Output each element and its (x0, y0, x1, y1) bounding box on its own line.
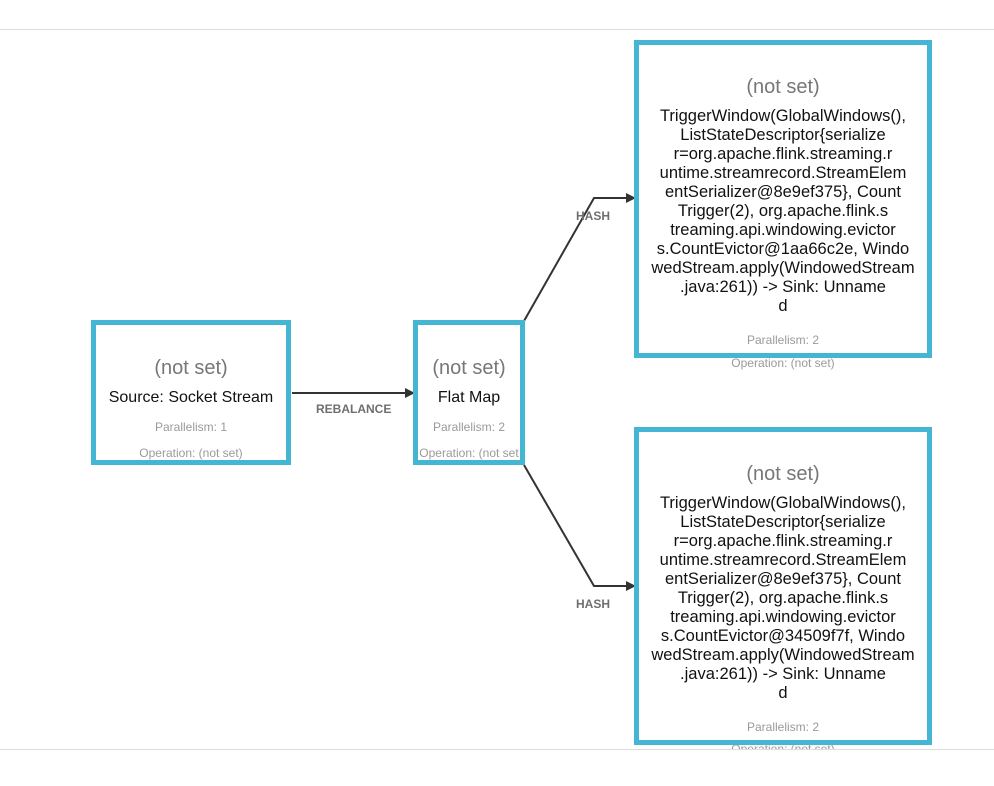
node-window-bottom-name: (not set) (746, 463, 820, 485)
node-source-name: (not set) (154, 357, 228, 379)
node-window-top-operation: Operation: (not set) (731, 356, 835, 370)
edge-label-rebalance: REBALANCE (316, 402, 392, 416)
node-window-top[interactable]: (not set) TriggerWindow(GlobalWindows(),… (634, 40, 932, 358)
edge-label-hash-top: HASH (576, 209, 611, 223)
node-window-top-name: (not set) (746, 76, 820, 98)
node-window-top-description: TriggerWindow(GlobalWindows(), ListState… (651, 107, 915, 315)
node-window-bottom[interactable]: (not set) TriggerWindow(GlobalWindows(),… (634, 427, 932, 745)
node-flatmap-operation: Operation: (not set (419, 446, 519, 460)
node-flatmap[interactable]: (not set) Flat Map Parallelism: 2 Operat… (413, 320, 525, 465)
node-flatmap-parallelism: Parallelism: 2 (432, 420, 506, 434)
top-divider (0, 29, 994, 30)
node-window-bottom-description: TriggerWindow(GlobalWindows(), ListState… (651, 494, 915, 702)
node-window-top-parallelism: Parallelism: 2 (746, 333, 820, 347)
edge-flatmap-to-window-bottom (523, 464, 636, 591)
node-source-parallelism: Parallelism: 1 (154, 420, 228, 434)
node-flatmap-name: (not set) (432, 357, 506, 379)
viewport-clip (0, 750, 994, 786)
node-flatmap-label: Flat Map (437, 389, 501, 406)
edge-flatmap-to-window-top (523, 193, 636, 322)
edge-label-hash-bottom: HASH (576, 597, 611, 611)
node-source-label: Source: Socket Stream (108, 389, 274, 406)
bottom-divider (0, 749, 994, 750)
node-window-bottom-parallelism: Parallelism: 2 (746, 720, 820, 734)
node-source[interactable]: (not set) Source: Socket Stream Parallel… (91, 320, 291, 465)
node-source-operation: Operation: (not set) (139, 446, 243, 460)
